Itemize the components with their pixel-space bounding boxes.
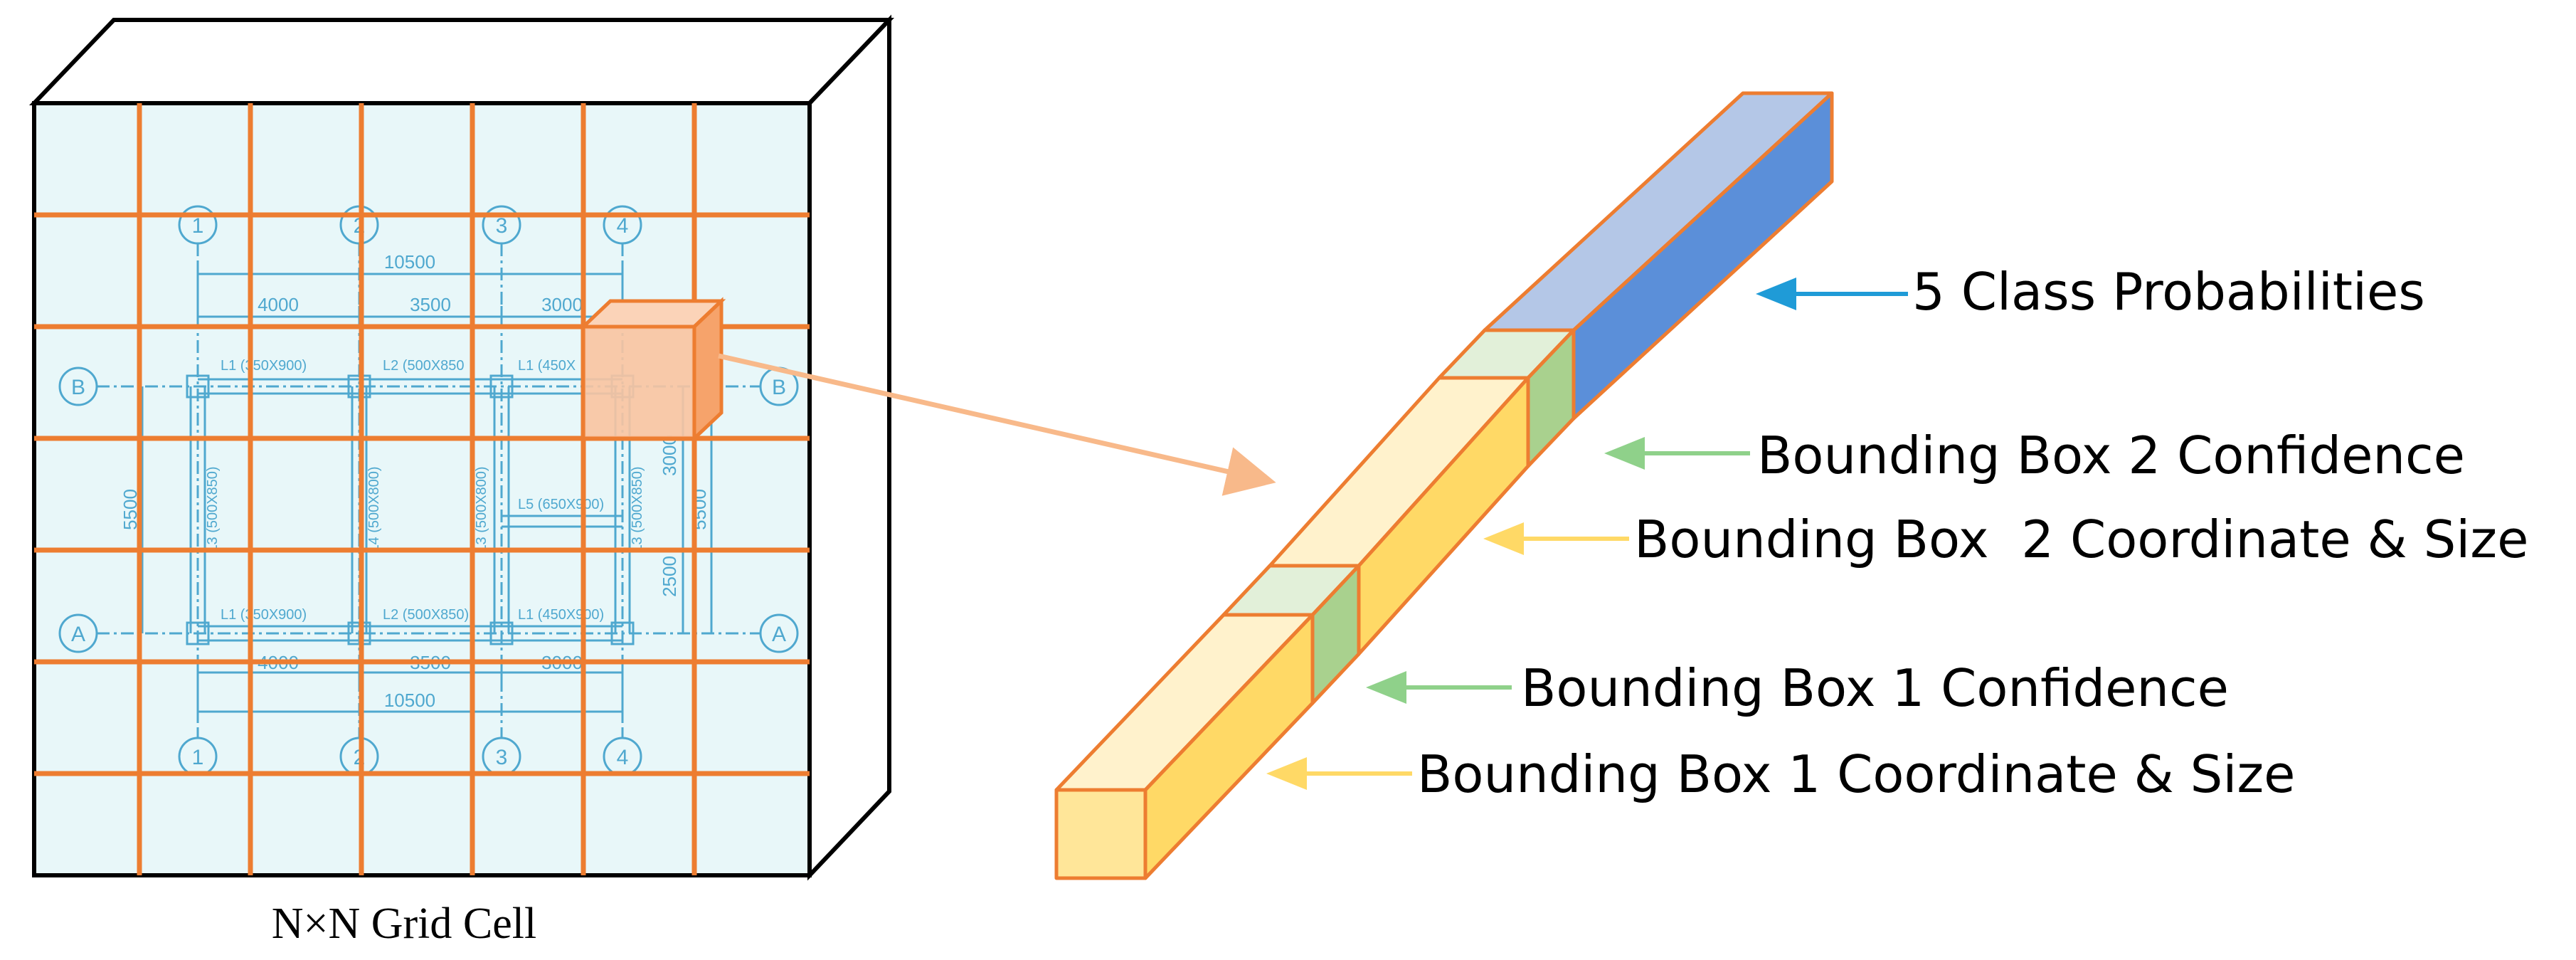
dim-right-lower: 2500: [659, 556, 680, 597]
label-bbox1-coord: Bounding Box 1 Coordinate & Size: [1417, 744, 2295, 804]
axis-label-4-bottom: 4: [617, 746, 629, 769]
beam-label-vert-4: L3 (500X850): [630, 466, 645, 552]
label-class-probabilities: 5 Class Probabilities: [1912, 262, 2425, 322]
beam-label-top-1: L1 (350X900): [221, 358, 307, 374]
dim-span-1-top: 4000: [258, 294, 299, 315]
highlighted-cell-front: [581, 325, 696, 441]
label-bbox1-confidence: Bounding Box 1 Confidence: [1521, 658, 2229, 718]
axis-label-1-top: 1: [192, 214, 204, 238]
dim-total-bottom: 10500: [384, 690, 435, 711]
beam-label-vert-2: L4 (500X800): [366, 466, 382, 552]
beam-label-vert-1: L3 (500X850): [205, 466, 221, 552]
vector-labels: 5 Class Probabilities Bounding Box 2 Con…: [1266, 262, 2528, 804]
dim-right-upper: 3000: [659, 435, 680, 476]
beam-label-bottom-1: L1 (350X900): [221, 607, 307, 623]
cell-to-vector-arrow: [718, 353, 1276, 496]
grid-caption: N×N Grid Cell: [272, 900, 536, 948]
axis-label-a-left: A: [71, 623, 85, 646]
beam-label-vert-3: L3 (500X800): [474, 466, 489, 552]
arrow-head-bbox1-coord: [1266, 757, 1307, 790]
beam-label-bottom-2: L2 (500X850): [383, 607, 469, 623]
axis-label-a-right: A: [772, 623, 786, 646]
grid-box-front-face: [32, 101, 812, 877]
axis-label-4-top: 4: [617, 214, 629, 238]
beam-label-bottom-3: L1 (450X900): [518, 607, 604, 623]
axis-label-b-left: B: [71, 376, 85, 399]
dim-span-3-top: 3000: [541, 294, 583, 315]
label-bbox2-coord: Bounding Box 2 Coordinate & Size: [1634, 510, 2528, 569]
segment-class-front: [1571, 91, 1834, 421]
highlighted-cell-side: [692, 297, 723, 443]
grid-box-top-face: [28, 18, 895, 105]
axis-label-3-bottom: 3: [496, 746, 508, 769]
axis-label-b-right: B: [772, 376, 786, 399]
arrow-head-bbox1-confidence: [1366, 671, 1406, 704]
dim-total-top: 10500: [384, 251, 435, 273]
grid-box: 1 2 3 4 1 2 3 4 B B A A 10500 4000 3500 …: [28, 14, 895, 948]
arrow-head-class-probabilities: [1756, 278, 1796, 310]
vector-end-cap: [1054, 788, 1147, 880]
output-vector: [1054, 91, 1834, 880]
highlighted-cell: [578, 297, 726, 443]
beam-label-top-2: L2 (500X850: [383, 358, 465, 374]
axis-label-3-top: 3: [496, 214, 508, 238]
axis-label-1-bottom: 1: [192, 746, 204, 769]
dim-span-2-top: 3500: [410, 294, 451, 315]
label-bbox2-confidence: Bounding Box 2 Confidence: [1757, 426, 2465, 485]
arrow-head-bbox2-confidence: [1604, 437, 1645, 470]
beam-label-mid: L5 (650X900): [518, 497, 604, 512]
beam-label-top-3: L1 (450X: [518, 358, 576, 374]
grid-box-side-face: [807, 14, 891, 881]
arrow-head-bbox2-coord: [1483, 522, 1524, 555]
